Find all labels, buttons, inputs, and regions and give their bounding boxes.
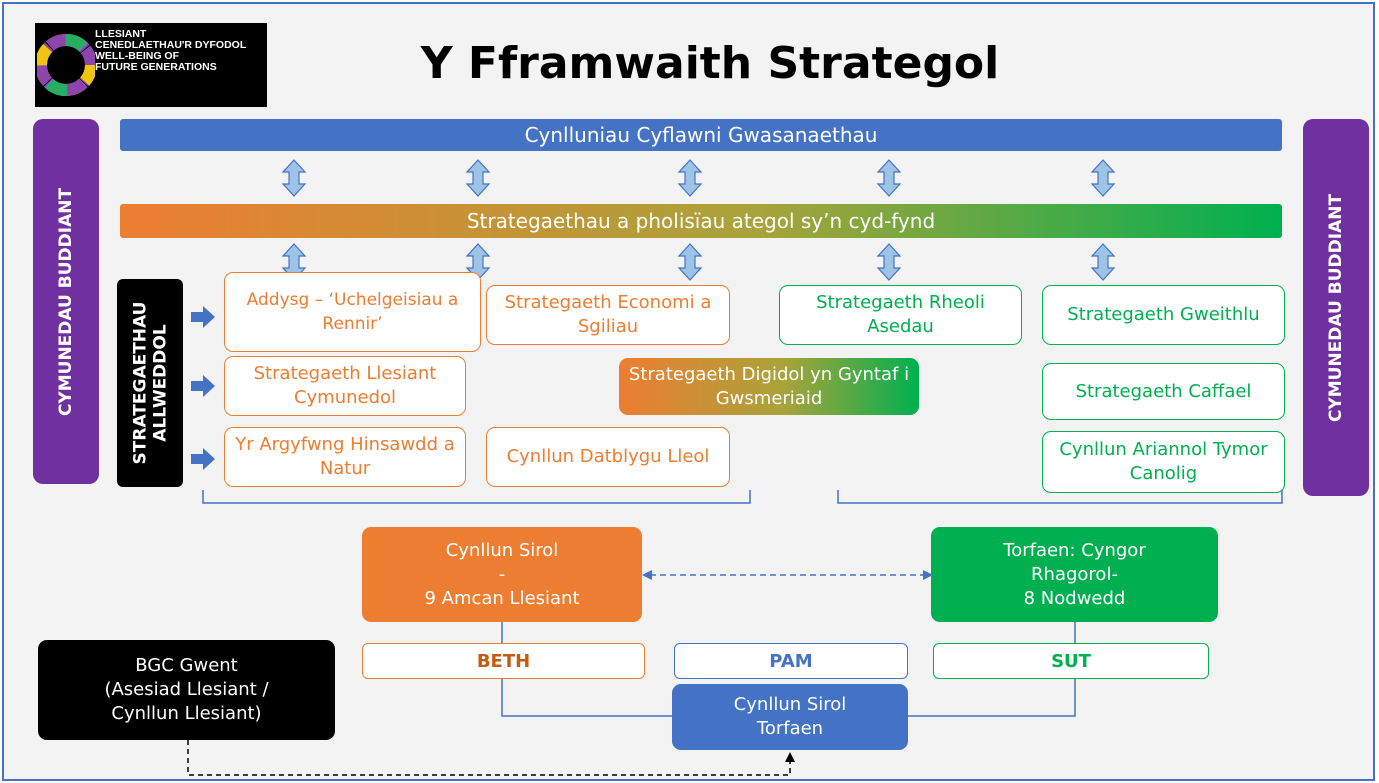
strategies-band: Strategaethau a pholisïau ategol sy’n cy… <box>120 204 1282 238</box>
double-arrow-icon <box>877 159 901 197</box>
torfaen-plan-line1: Cynllun Sirol <box>733 694 847 715</box>
economy-strategy-box: Strategaeth Economi a Sgiliau <box>486 285 730 345</box>
psb-line3: Cynllun Llesiant) <box>111 703 262 724</box>
psb-line1: BGC Gwent <box>135 655 238 676</box>
double-arrow-icon <box>282 159 306 197</box>
procurement-strategy-box: Strategaeth Caffael <box>1042 363 1285 420</box>
county-plan-line3: 9 Amcan Llesiant <box>424 587 580 609</box>
climate-strategy-box: Yr Argyfwng Hinsawdd a Natur <box>224 427 466 487</box>
left-brace <box>202 490 751 504</box>
mtfp-box: Cynllun Ariannol Tymor Canolig <box>1042 431 1285 493</box>
why-label: PAM <box>674 643 908 679</box>
right-brace <box>837 490 1283 504</box>
wellbeing-strategy-box: Strategaeth Llesiant Cymunedol <box>224 356 466 416</box>
logo-text: LLESIANT CENEDLAETHAU'R DYFODOL WELL-BEI… <box>95 28 247 73</box>
right-arrow-icon <box>191 375 215 397</box>
torfaen-line2: Rhagorol- <box>1031 563 1118 585</box>
wellbeing-wheel-icon <box>37 34 95 96</box>
right-arrow-icon <box>191 306 215 328</box>
psb-link <box>187 740 791 776</box>
county-plan-line2: - <box>498 563 506 585</box>
digital-strategy-box: Strategaeth Digidol yn Gyntaf i Gwsmeria… <box>619 358 919 415</box>
side-label-right: CYMUNEDAU BUDDIANT <box>1303 119 1369 496</box>
torfaen-line3: 8 Nodwedd <box>1023 587 1126 609</box>
what-label: BETH <box>362 643 645 679</box>
assets-strategy-box: Strategaeth Rheoli Asedau <box>779 285 1022 345</box>
torfaen-line1: Torfaen: Cyngor <box>1003 539 1146 561</box>
county-plan-box: Cynllun Sirol - 9 Amcan Llesiant <box>362 527 642 622</box>
side-label-left-text: CYMUNEDAU BUDDIANT <box>56 187 77 416</box>
service-plans-band: Cynlluniau Cyflawni Gwasanaethau <box>120 119 1282 151</box>
how-label: SUT <box>933 643 1209 679</box>
torfaen-plan-box: Cynllun Sirol Torfaen <box>672 684 908 750</box>
psb-line2: (Asesiad Llesiant / <box>104 679 269 700</box>
double-arrow-icon <box>877 243 901 281</box>
side-label-left: CYMUNEDAU BUDDIANT <box>33 119 99 484</box>
county-plan-line1: Cynllun Sirol <box>445 539 559 561</box>
right-arrow-icon <box>191 448 215 470</box>
double-arrow-icon <box>1091 243 1115 281</box>
torfaen-council-box: Torfaen: Cyngor Rhagorol- 8 Nodwedd <box>931 527 1218 622</box>
double-arrow-icon <box>678 159 702 197</box>
ldp-box: Cynllun Datblygu Lleol <box>486 427 730 487</box>
psb-box: BGC Gwent (Asesiad Llesiant / Cynllun Ll… <box>38 640 335 740</box>
double-arrow-icon <box>1091 159 1115 197</box>
page-title: Y Fframwaith Strategol <box>420 37 1000 89</box>
workforce-strategy-box: Strategaeth Gweithlu <box>1042 285 1285 345</box>
side-label-right-text: CYMUNEDAU BUDDIANT <box>1326 193 1347 422</box>
double-arrow-icon <box>678 243 702 281</box>
torfaen-plan-line2: Torfaen <box>756 718 824 739</box>
wellbeing-logo: LLESIANT CENEDLAETHAU'R DYFODOL WELL-BEI… <box>35 23 267 107</box>
double-arrow-icon <box>466 159 490 197</box>
education-strategy-box: Addysg – ‘Uchelgeisiau a Rennir’ <box>224 272 481 352</box>
